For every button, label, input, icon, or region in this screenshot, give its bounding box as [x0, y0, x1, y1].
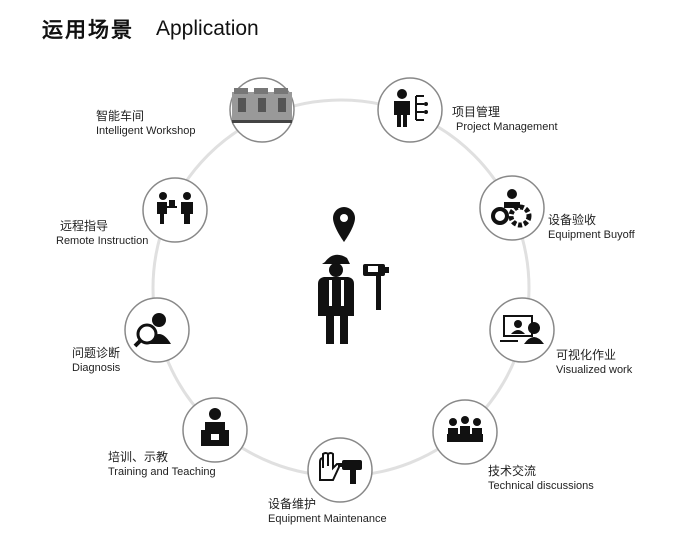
node-training: [182, 397, 248, 463]
meeting-table-icon: [447, 416, 483, 442]
node-maintenance-circle: [307, 437, 373, 503]
remote-instruction-icon: [157, 192, 193, 224]
node-remote: [142, 177, 208, 243]
label-diagnosis: 问题诊断 Diagnosis: [72, 345, 120, 376]
label-diagnosis-en: Diagnosis: [72, 362, 121, 375]
label-technical-en: Technical discussions: [488, 480, 594, 493]
label-workshop-cn: 智能车间: [96, 109, 145, 123]
label-technical: 技术交流 Technical discussions: [488, 463, 594, 494]
label-technical-cn: 技术交流: [488, 464, 537, 478]
video-call-icon: [500, 315, 544, 344]
factory-icon: [232, 88, 292, 123]
label-maintenance: 设备维护 Equipment Maintenance: [268, 496, 387, 527]
label-maintenance-cn: 设备维护: [268, 497, 317, 511]
node-technical: [432, 399, 498, 465]
node-buyoff: [479, 175, 545, 241]
magnifier-person-icon: [133, 313, 171, 348]
label-maintenance-en: Equipment Maintenance: [268, 513, 387, 526]
label-remote-en: Remote Instruction: [56, 235, 149, 248]
label-buyoff-cn: 设备验收: [548, 213, 597, 227]
label-training-cn: 培训、示教: [108, 450, 169, 464]
label-workshop: 智能车间 Intelligent Workshop: [96, 108, 206, 139]
page-title-cn: 运用场景: [42, 18, 134, 42]
glove-drill-icon: [319, 452, 362, 484]
label-training: 培训、示教 Training and Teaching: [108, 449, 216, 480]
label-diagnosis-cn: 问题诊断: [72, 346, 121, 360]
node-diagnosis: [124, 297, 190, 363]
label-visualized-cn: 可视化作业: [556, 348, 617, 362]
label-visualized-en: Visualized work: [556, 364, 633, 377]
node-visualized: [489, 297, 555, 363]
gears-person-icon: [491, 189, 532, 228]
label-project: 项目管理 Project Management: [452, 104, 558, 135]
project-management-icon: [394, 89, 428, 127]
label-remote: 远程指导 Remote Instruction: [56, 218, 148, 249]
label-project-en: Project Management: [456, 121, 558, 134]
label-buyoff-en: Equipment Buyoff: [548, 229, 635, 242]
node-diagnosis-circle: [124, 297, 190, 363]
label-visualized: 可视化作业 Visualized work: [556, 347, 632, 378]
label-buyoff: 设备验收 Equipment Buyoff: [548, 212, 635, 243]
label-remote-cn: 远程指导: [60, 219, 109, 233]
node-workshop: [229, 77, 295, 143]
center-worker-icon: [318, 207, 389, 344]
node-visualized-circle: [489, 297, 555, 363]
lecturer-icon: [201, 408, 229, 446]
node-remote-circle: [142, 177, 208, 243]
node-maintenance: [307, 437, 373, 503]
label-training-en: Training and Teaching: [108, 466, 216, 479]
node-project: [377, 77, 443, 143]
label-workshop-en: Intelligent Workshop: [96, 125, 196, 138]
page-title-en: Application: [156, 17, 259, 40]
label-project-cn: 项目管理: [452, 105, 501, 119]
